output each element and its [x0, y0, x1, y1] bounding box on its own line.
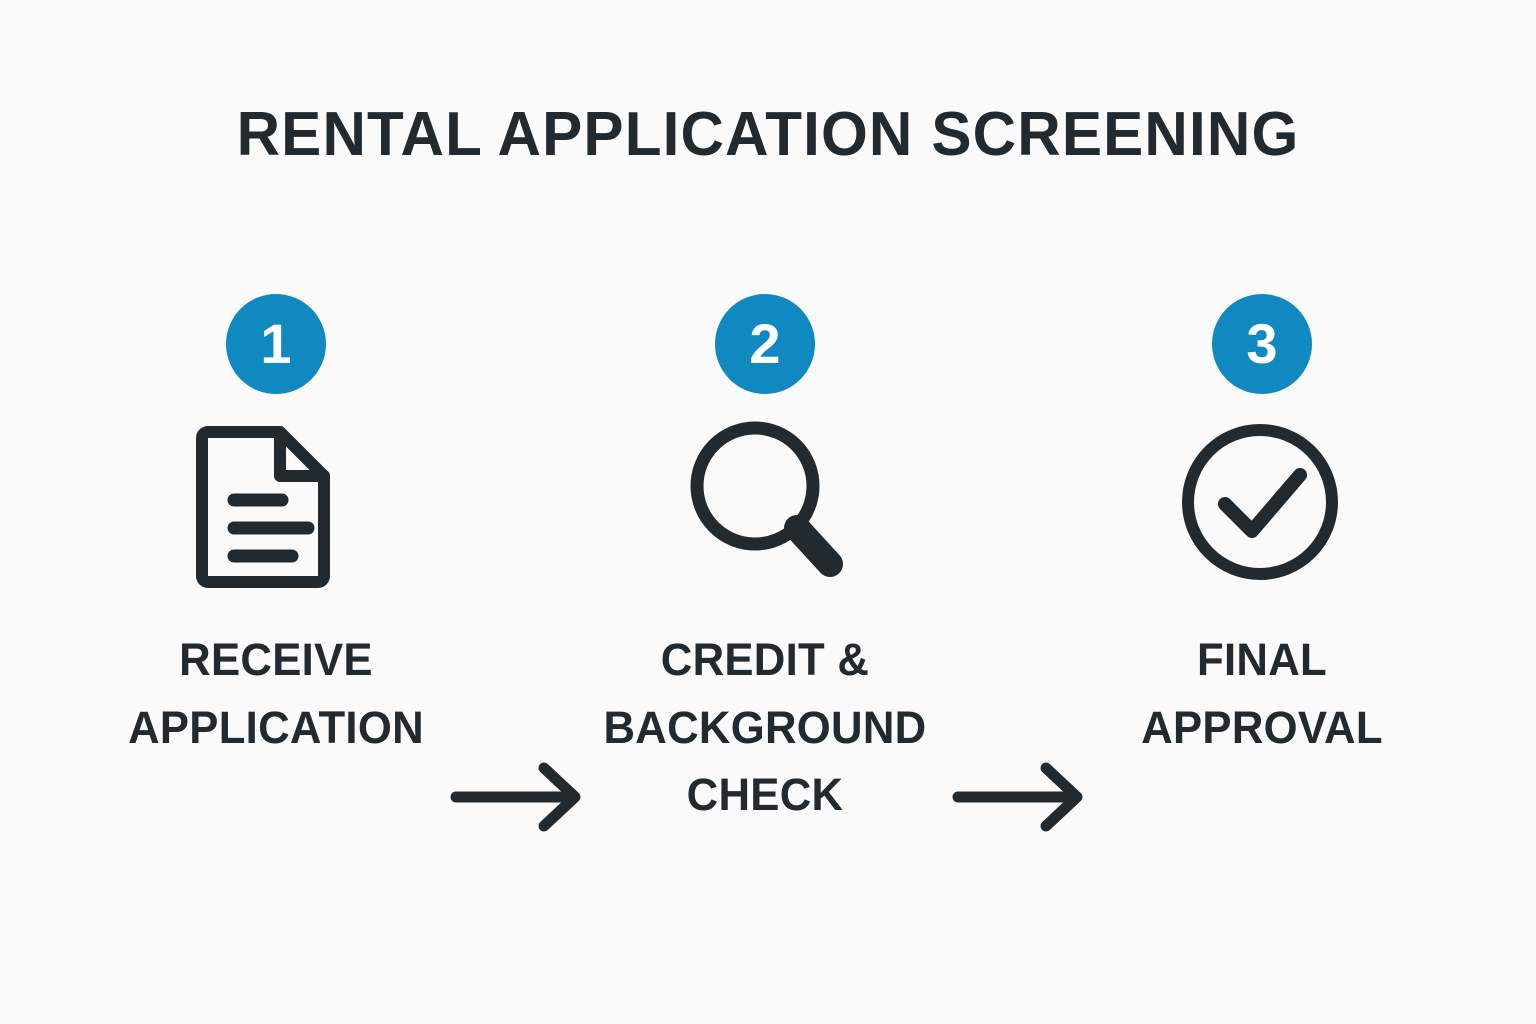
process-flow: 1 RECEIVE APPLICATION	[0, 286, 1536, 846]
flow-step-3: 3 FINAL APPROVAL	[1062, 286, 1462, 846]
magnifier-icon	[675, 414, 855, 594]
flow-step-2-label: CREDIT & BACKGROUND CHECK	[571, 626, 959, 829]
flow-step-1-label-line-1: RECEIVE	[179, 634, 373, 685]
flow-step-1: 1 RECEIVE APPLICATION	[76, 286, 476, 846]
flow-step-3-label-line-2: APPROVAL	[1141, 701, 1383, 753]
page-title: RENTAL APPLICATION SCREENING	[236, 100, 1300, 169]
check-circle-icon	[1172, 414, 1352, 594]
flow-step-1-label-line-2: APPLICATION	[128, 701, 424, 753]
step-number-badge-2: 2	[715, 294, 815, 394]
flow-step-2-label-line-2: BACKGROUND	[603, 701, 927, 753]
flow-step-3-label: FINAL APPROVAL	[1068, 626, 1456, 761]
flow-step-2: 2 CREDIT & BACKGROUND CHECK	[565, 286, 965, 846]
flow-step-1-label: RECEIVE APPLICATION	[82, 626, 470, 761]
flow-step-2-label-line-3: CHECK	[686, 769, 844, 820]
flow-step-3-label-line-1: FINAL	[1197, 634, 1327, 685]
document-icon	[186, 414, 366, 594]
step-number-badge-1: 1	[226, 294, 326, 394]
flow-step-2-label-line-1: CREDIT &	[660, 634, 870, 685]
arrow-right-icon-2	[950, 762, 1100, 832]
arrow-right-icon-1	[448, 762, 598, 832]
step-number-badge-3: 3	[1212, 294, 1312, 394]
